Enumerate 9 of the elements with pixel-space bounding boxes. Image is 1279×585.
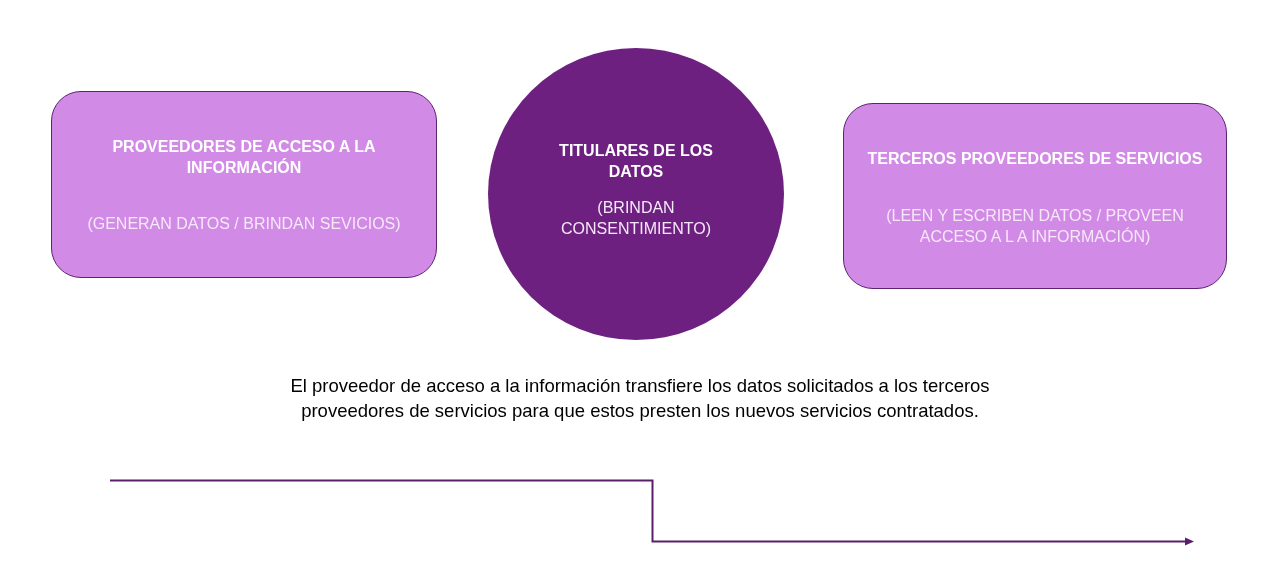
rounded-box	[51, 91, 437, 278]
node-heading: TITULARES DE LOS DATOS	[558, 141, 714, 182]
node-description: (LEEN Y ESCRIBEN DATOS / PROVEEN ACCESO A L A INFORMACIÓN)	[885, 206, 1185, 247]
node-description: (GENERAN DATOS / BRINDAN SEVICIOS)	[86, 214, 402, 234]
node-heading: PROVEEDORES DE ACCESO A LA INFORMACIÓN	[111, 137, 377, 178]
caption-text: El proveedor de acceso a la información transfiere los datos solicitados a los terceros proveedores de servicios para que estos presten los nuevos servicios contratados.	[289, 374, 991, 423]
rounded-box	[843, 103, 1227, 289]
node-description: (BRINDAN CONSENTIMIENTO)	[560, 198, 712, 239]
node-heading: TERCEROS PROVEEDORES DE SERVICIOS	[866, 149, 1204, 169]
